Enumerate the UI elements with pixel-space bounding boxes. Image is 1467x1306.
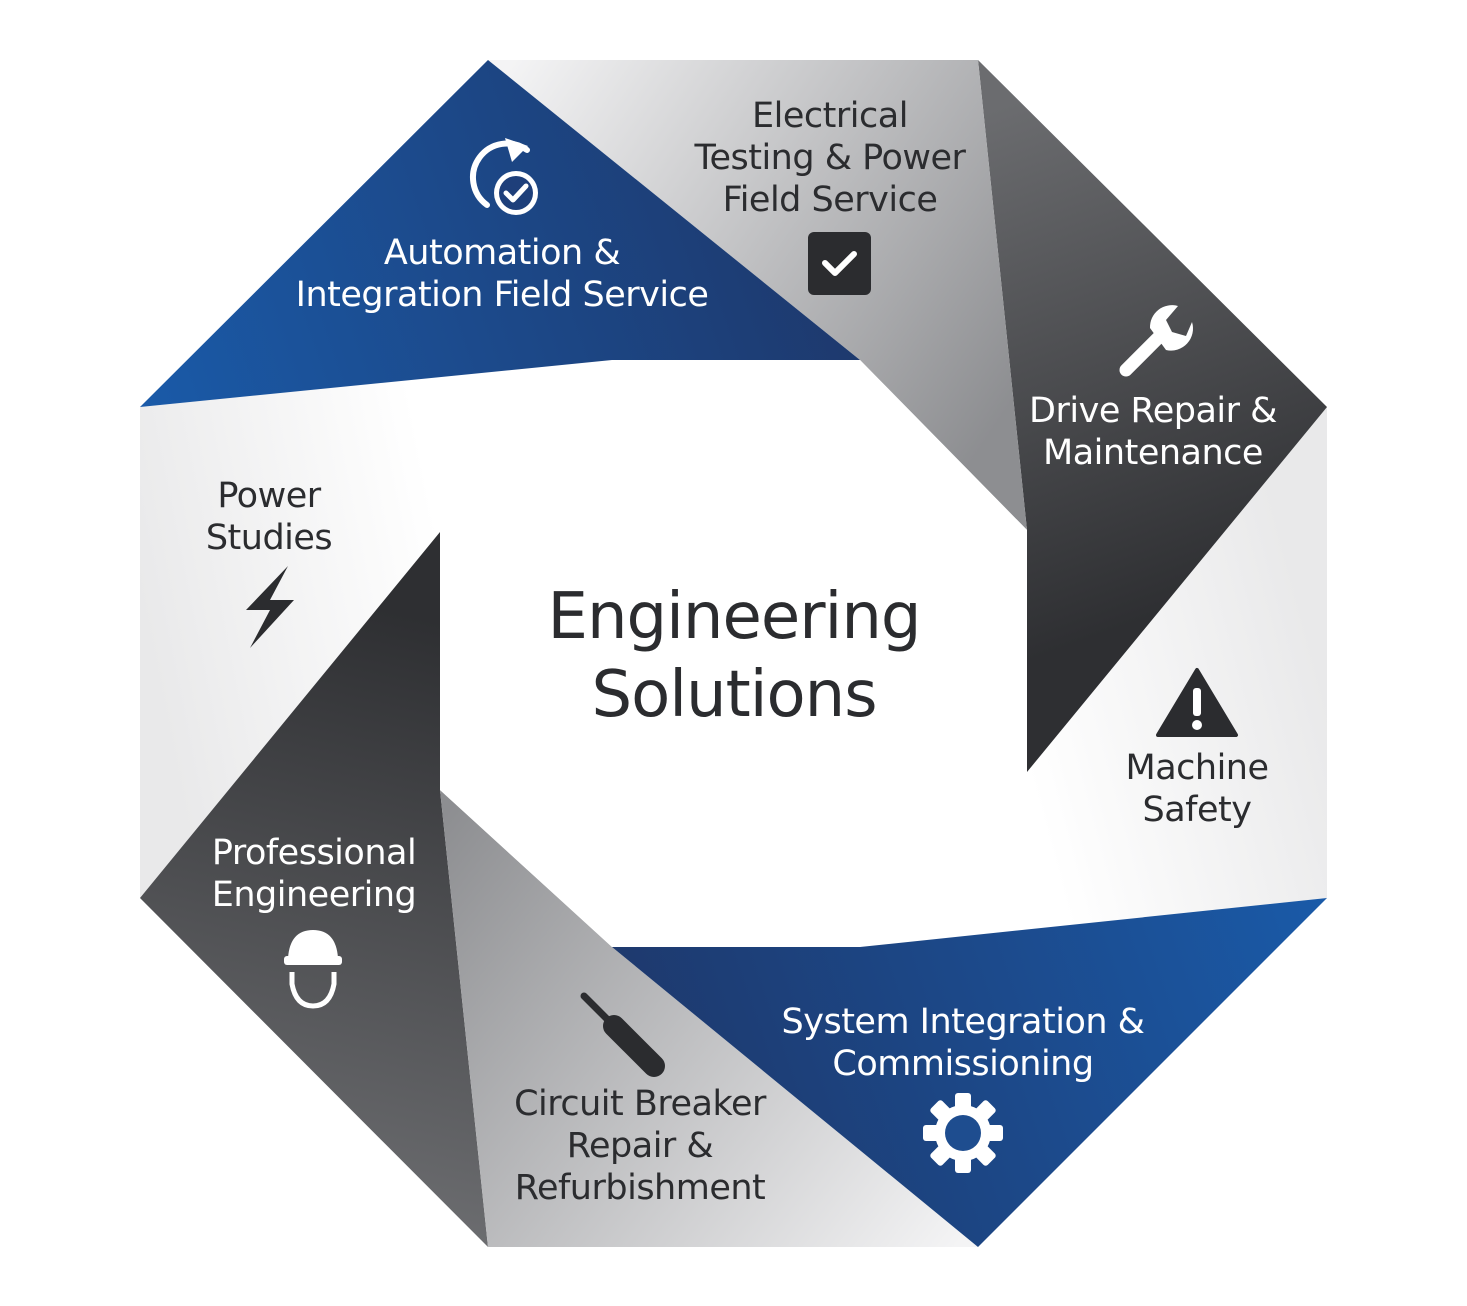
hard-hat-icon bbox=[284, 930, 342, 1009]
checkbox-icon bbox=[808, 232, 871, 295]
segment-professional-engineering bbox=[140, 532, 488, 1247]
center-title: Engineering Solutions bbox=[547, 580, 922, 732]
lightning-icon bbox=[246, 566, 294, 648]
screwdriver-icon bbox=[580, 992, 665, 1077]
segment-system-integration bbox=[612, 898, 1327, 1247]
label-electrical-testing: Electrical Testing & Power Field Service bbox=[694, 96, 966, 220]
refresh-check-icon bbox=[470, 138, 538, 215]
label-system-integration: System Integration & Commissioning bbox=[781, 1002, 1145, 1084]
label-professional-engineering: Professional Engineering bbox=[211, 833, 417, 915]
wrench-icon bbox=[1119, 305, 1194, 377]
warning-icon bbox=[1156, 668, 1238, 737]
segment-circuit-breaker bbox=[440, 790, 978, 1247]
segment-electrical-testing bbox=[488, 60, 1027, 530]
gear-icon bbox=[923, 1093, 1003, 1173]
label-power-studies: Power Studies bbox=[205, 476, 333, 558]
label-drive-repair: Drive Repair & Maintenance bbox=[1029, 391, 1277, 473]
label-machine-safety: Machine Safety bbox=[1125, 748, 1269, 830]
label-automation: Automation & Integration Field Service bbox=[295, 233, 709, 315]
center-area bbox=[440, 360, 1027, 947]
segment-drive-repair bbox=[978, 60, 1327, 772]
segment-automation bbox=[140, 60, 860, 407]
label-circuit-breaker: Circuit Breaker Repair & Refurbishment bbox=[514, 1084, 766, 1208]
